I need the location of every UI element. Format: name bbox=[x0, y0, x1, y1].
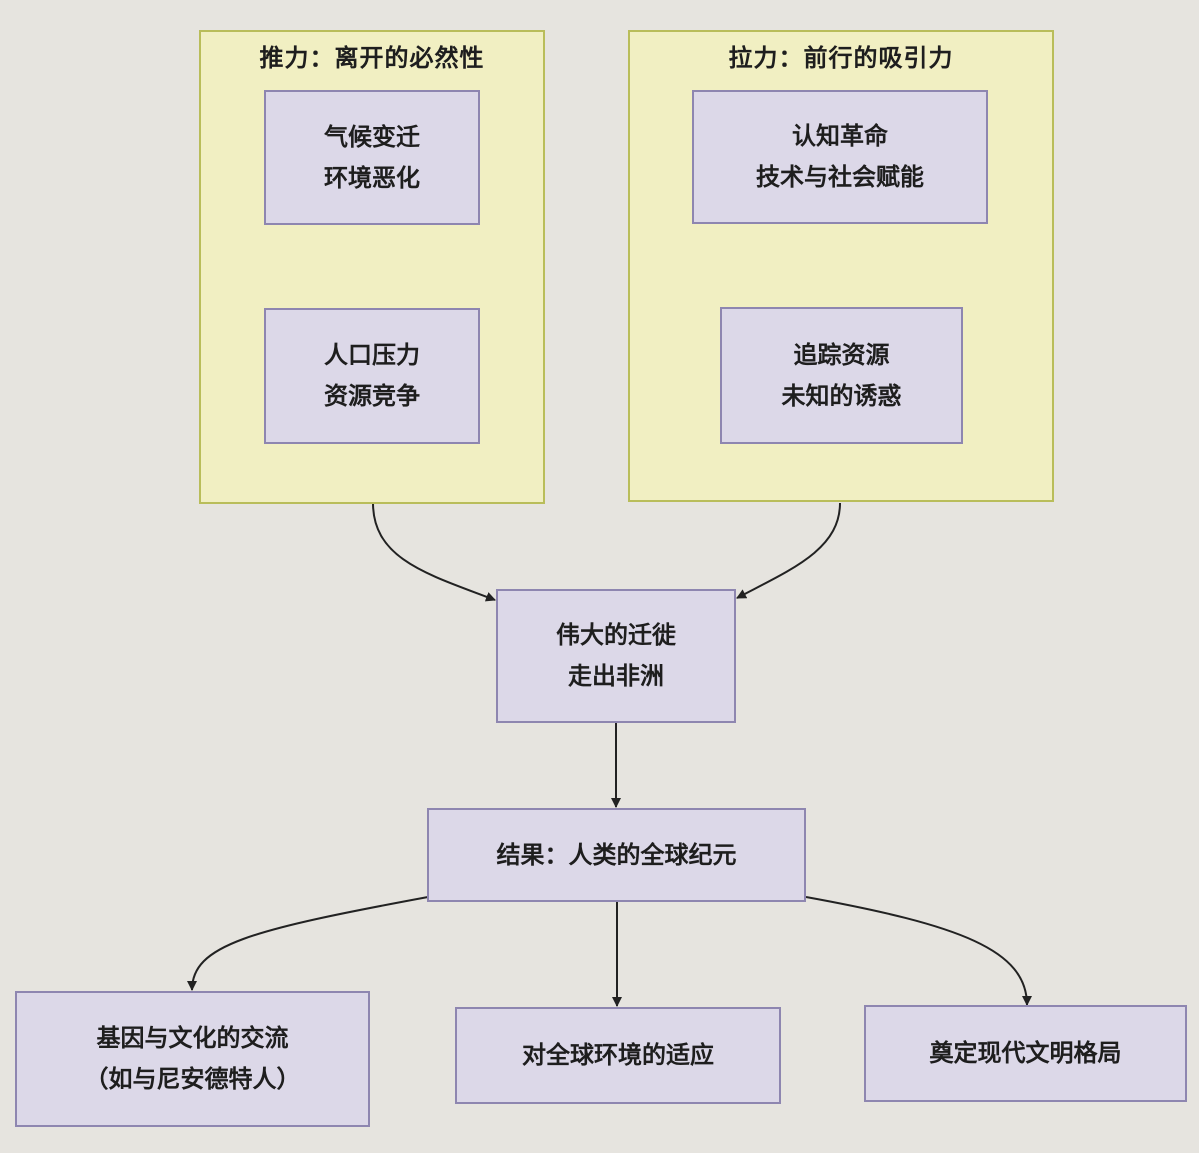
node-population-line2: 资源竞争 bbox=[324, 382, 420, 410]
node-cognitive-revolution[interactable]: 认知革命 技术与社会赋能 bbox=[692, 90, 988, 224]
node-resources-line1: 追踪资源 bbox=[793, 340, 890, 369]
node-resources-line2: 未知的诱惑 bbox=[781, 381, 902, 410]
node-migration-line2: 走出非洲 bbox=[568, 662, 664, 690]
node-result-label: 结果：人类的全球纪元 bbox=[496, 840, 737, 869]
node-cognitive-line1: 认知革命 bbox=[792, 122, 888, 150]
cluster-pull-title: 拉力：前行的吸引力 bbox=[728, 44, 954, 72]
edge-result-to-civilization bbox=[805, 896, 1032, 1006]
edge-pull-to-migration bbox=[736, 502, 841, 599]
node-civilization-label: 奠定现代文明格局 bbox=[929, 1039, 1122, 1067]
node-migration-line1: 伟大的迁徙 bbox=[556, 621, 676, 649]
edge-push-to-migration bbox=[372, 502, 496, 602]
node-adaptation-label: 对全球环境的适应 bbox=[522, 1041, 714, 1069]
node-climate-line1: 气候变迁 bbox=[324, 122, 420, 151]
node-climate-change[interactable]: 气候变迁 环境恶化 bbox=[264, 90, 480, 225]
node-great-migration[interactable]: 伟大的迁徙 走出非洲 bbox=[496, 589, 736, 723]
edge-result-to-exchange bbox=[187, 896, 429, 991]
node-population-line1: 人口压力 bbox=[324, 341, 420, 369]
node-modern-civilization[interactable]: 奠定现代文明格局 bbox=[864, 1005, 1187, 1102]
node-gene-culture-exchange[interactable]: 基因与文化的交流 （如与尼安德特人） bbox=[15, 991, 370, 1127]
node-result-global-era[interactable]: 结果：人类的全球纪元 bbox=[427, 808, 806, 902]
node-global-adaptation[interactable]: 对全球环境的适应 bbox=[455, 1007, 781, 1104]
node-population-pressure[interactable]: 人口压力 资源竞争 bbox=[264, 308, 480, 444]
node-exchange-line1: 基因与文化的交流 bbox=[96, 1024, 289, 1052]
node-cognitive-line2: 技术与社会赋能 bbox=[756, 163, 924, 191]
node-exchange-line2: （如与尼安德特人） bbox=[84, 1065, 301, 1093]
node-climate-line2: 环境恶化 bbox=[324, 163, 420, 192]
node-tracking-resources[interactable]: 追踪资源 未知的诱惑 bbox=[720, 307, 963, 444]
cluster-push-title: 推力：离开的必然性 bbox=[259, 44, 485, 72]
